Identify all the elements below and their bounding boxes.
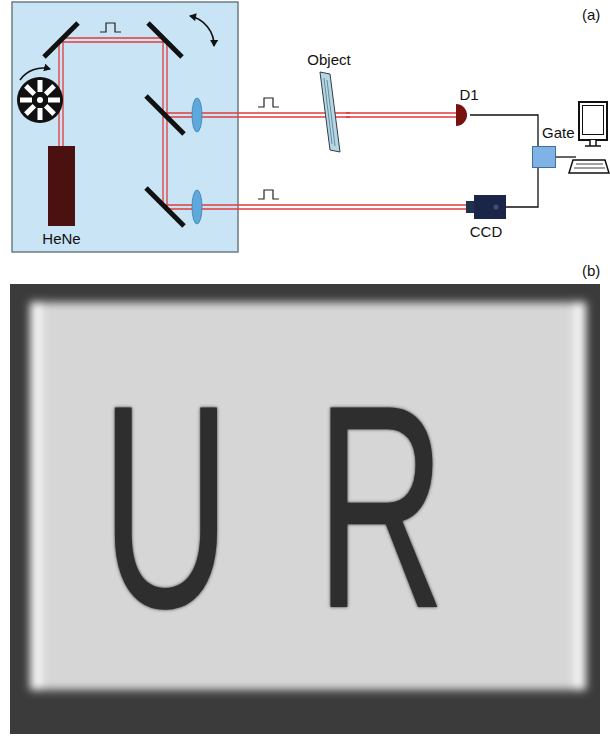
- mirror: [148, 23, 182, 57]
- optics-enclosure: [12, 2, 238, 252]
- chopper-slot: [24, 104, 36, 116]
- mirrors: [44, 23, 184, 226]
- chopper-slot: [38, 108, 43, 120]
- detector: D1: [456, 104, 470, 126]
- chopper-wheel: [17, 77, 63, 123]
- node-label: Object: [307, 51, 350, 68]
- pulse-symbol: [100, 23, 121, 32]
- ccd-camera-shape: [466, 195, 506, 219]
- panel-label: (a): [582, 6, 600, 23]
- chopper-slot: [38, 80, 43, 92]
- camera-detail: [494, 205, 499, 210]
- mirror: [146, 188, 184, 226]
- chopper-slot: [44, 104, 56, 116]
- detector-shape: [456, 104, 470, 126]
- monitor-stand: [585, 140, 601, 146]
- laser-beam: [59, 38, 466, 209]
- gate-unit: Gate: [532, 146, 556, 168]
- signal-wire: [470, 115, 538, 146]
- lens: [192, 190, 202, 224]
- chopper-disc: [17, 77, 63, 123]
- bright-edge: [574, 302, 586, 690]
- object-sample: Object: [312, 72, 346, 152]
- gate-box: [533, 147, 556, 168]
- pulse-symbol: [258, 98, 279, 107]
- signal-wire: [506, 168, 538, 207]
- chopper-slot: [20, 98, 32, 103]
- pulse-symbols: [100, 23, 279, 199]
- chopper-slot: [24, 84, 36, 96]
- object-pattern: [324, 78, 335, 146]
- imaged-letters: UR: [101, 361, 531, 651]
- chopper-slot: [44, 84, 56, 96]
- node-label: D1: [459, 86, 478, 103]
- bright-edge: [30, 302, 42, 690]
- monitor: [579, 102, 607, 140]
- laser-source-shape: [48, 146, 75, 226]
- image-background: [10, 284, 600, 734]
- detector-dome: [456, 104, 467, 126]
- laser-tube: [48, 146, 75, 226]
- laser-beam: [61, 38, 165, 42]
- imaged-object: [30, 302, 586, 690]
- keyboard: [569, 160, 609, 173]
- chopper-slots: [20, 80, 60, 120]
- bright-field: [30, 302, 586, 690]
- lens: [192, 98, 202, 132]
- laser-source: HeNe: [48, 146, 75, 226]
- keyboard-keys: [574, 164, 605, 168]
- chopper-hub: [37, 97, 43, 103]
- object-sample-shape: [312, 72, 346, 152]
- signal-wire: [556, 156, 576, 157]
- node-label: CCD: [470, 223, 503, 240]
- rotation-arrow: [20, 68, 50, 80]
- screen: [583, 106, 604, 135]
- camera-body: [474, 195, 506, 219]
- laser-beam: [163, 40, 167, 207]
- laser-beam: [346, 113, 456, 117]
- rotation-arrow: [190, 16, 214, 46]
- mirror: [44, 23, 78, 57]
- beam-splitter: [146, 96, 184, 134]
- node-label: HeNe: [42, 230, 80, 247]
- camera-lens: [466, 201, 474, 213]
- ccd-camera: CCD: [466, 195, 506, 219]
- computer: [569, 102, 609, 173]
- node-label: Gate: [542, 124, 575, 141]
- chopper-slot: [48, 98, 60, 103]
- gate-unit-shape: [532, 146, 556, 168]
- object-slide: [320, 72, 340, 152]
- pulse-symbol: [258, 190, 279, 199]
- panel-label: (b): [582, 262, 600, 279]
- laser-beam: [165, 205, 466, 209]
